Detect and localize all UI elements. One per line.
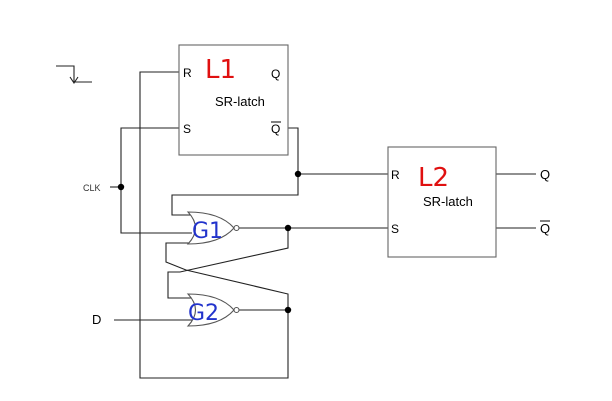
- latch-l1-port-q: Q: [271, 67, 280, 81]
- gate-g1-body: [186, 211, 235, 245]
- wire-l1-r-feedback: [139, 71, 289, 379]
- clk-label: CLK: [83, 183, 101, 193]
- wire-l1-qbar: [288, 127, 388, 175]
- junction-l1-qbar: [294, 170, 302, 178]
- falling-edge-symbol: [56, 65, 92, 84]
- latch-l2-port-r: R: [391, 168, 400, 182]
- latch-l2-handwritten-label: L2: [418, 163, 449, 193]
- gate-g2-body: [186, 293, 235, 327]
- latch-l1-name: SR-latch: [215, 94, 265, 109]
- latch-l2-name: SR-latch: [423, 194, 473, 209]
- latch-l1-port-qbar: Q: [271, 122, 280, 136]
- latch-l2-box: [387, 146, 497, 258]
- q-output-label: Q: [540, 167, 550, 182]
- nor-gate-g2: G2: [186, 293, 240, 327]
- latch-l2-port-s: S: [391, 222, 399, 236]
- junction-clk: [117, 183, 125, 191]
- latch-l1-port-s: S: [183, 122, 191, 136]
- gate-g2-bubble: [233, 306, 240, 314]
- latch-l1-handwritten-label: L1: [205, 55, 236, 85]
- d-label: D: [92, 312, 101, 327]
- gate-g1-bubble: [233, 224, 240, 232]
- gate-g1-handwritten-label: G1: [192, 219, 223, 244]
- sr-latch-l2: L2 R S SR-latch: [387, 146, 497, 258]
- wire-clk-to-l1-s: [120, 127, 192, 234]
- junction-g2-out: [284, 306, 292, 314]
- latch-l1-port-r: R: [183, 66, 192, 80]
- wire-g2-out-to-g1: [165, 242, 289, 310]
- qbar-output-label: Q: [540, 221, 550, 236]
- junction-g1-out: [284, 224, 292, 232]
- sr-latch-l1: L1 R S Q Q SR-latch: [178, 44, 289, 156]
- latch-l1-box: [178, 44, 289, 156]
- wire-g1-out-to-g2: [167, 228, 289, 299]
- nor-gate-g1: G1: [186, 211, 240, 245]
- wire-l1-qbar-to-g1: [171, 174, 299, 216]
- gate-g2-handwritten-label: G2: [188, 301, 219, 326]
